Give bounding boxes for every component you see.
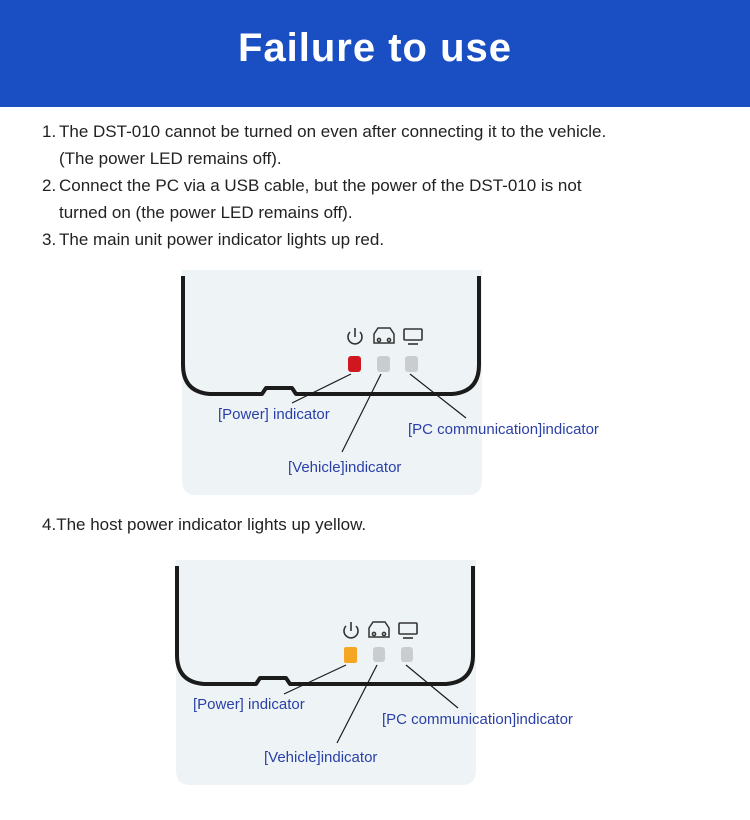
- item-number: 1.: [42, 122, 57, 141]
- vehicle-indicator-label: [Vehicle]indicator: [264, 749, 378, 766]
- pc-communication-indicator-label: [PC communication]indicator: [382, 711, 573, 728]
- device-diagram-red: [Power] indicator [PC communication]indi…: [0, 270, 750, 500]
- vehicle-led: [373, 647, 385, 662]
- car-icon: [368, 621, 390, 638]
- item-number: 4.: [42, 515, 57, 534]
- power-led: [344, 647, 357, 663]
- power-led: [348, 356, 361, 372]
- monitor-icon: [398, 622, 418, 639]
- device-diagram-yellow: [Power] indicator [PC communication]indi…: [0, 560, 750, 790]
- power-indicator-label: [Power] indicator: [218, 406, 330, 423]
- page-title: Failure to use: [237, 26, 513, 70]
- list-item: 4.The host power indicator lights up yel…: [42, 511, 366, 538]
- item-text-cont: turned on (the power LED remains off).: [59, 203, 353, 222]
- car-icon: [373, 327, 395, 344]
- item-text: The host power indicator lights up yello…: [56, 515, 367, 534]
- pc-led: [405, 356, 418, 372]
- list-item: 1. The DST-010 cannot be turned on even …: [42, 118, 722, 172]
- item-text: Connect the PC via a USB cable, but the …: [59, 176, 582, 195]
- power-indicator-label: [Power] indicator: [193, 696, 305, 713]
- issue-list: 1. The DST-010 cannot be turned on even …: [42, 118, 722, 253]
- power-icon: [347, 328, 363, 345]
- pc-communication-indicator-label: [PC communication]indicator: [408, 421, 599, 438]
- item-number: 2.: [42, 176, 57, 195]
- device-illustration: [181, 270, 482, 495]
- header-banner: Failure to use: [0, 0, 750, 107]
- item-text: The main unit power indicator lights up …: [59, 230, 385, 249]
- power-icon: [343, 622, 359, 639]
- monitor-icon: [403, 328, 423, 345]
- list-item: 3. The main unit power indicator lights …: [42, 226, 722, 253]
- list-item: 2. Connect the PC via a USB cable, but t…: [42, 172, 722, 226]
- item-text-cont: (The power LED remains off).: [59, 149, 282, 168]
- vehicle-indicator-label: [Vehicle]indicator: [288, 459, 402, 476]
- item-number: 3.: [42, 230, 57, 249]
- vehicle-led: [377, 356, 390, 372]
- pc-led: [401, 647, 413, 662]
- item-text: The DST-010 cannot be turned on even aft…: [59, 122, 607, 141]
- device-illustration: [175, 560, 476, 785]
